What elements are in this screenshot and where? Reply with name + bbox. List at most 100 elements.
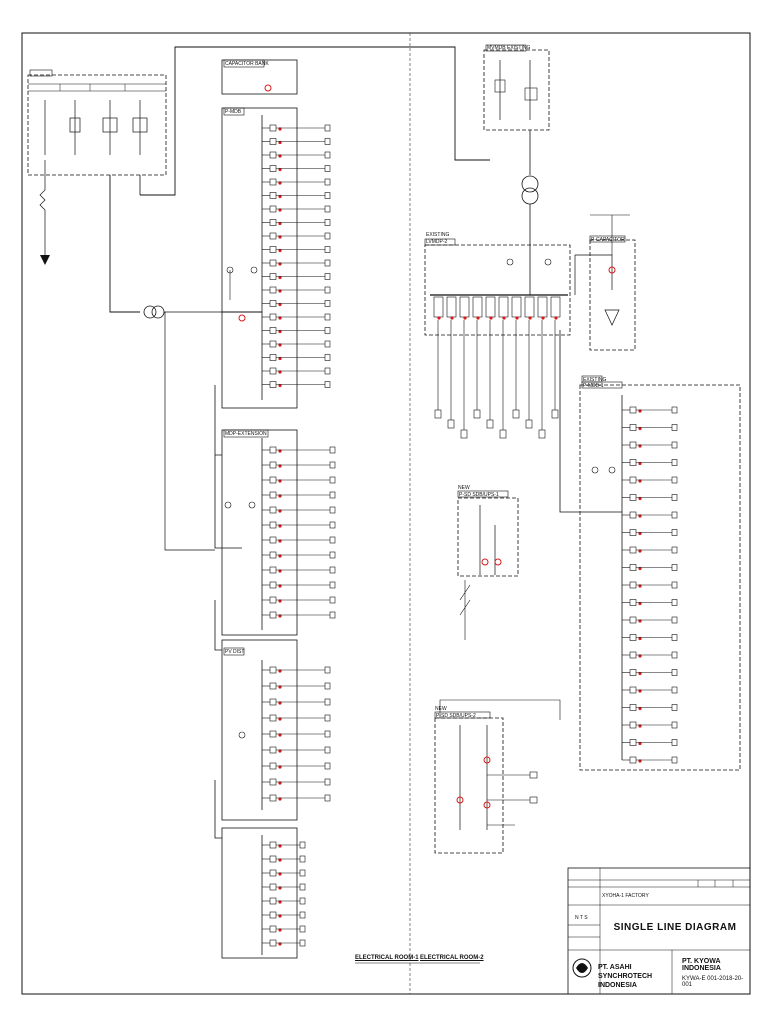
feeder-row [262,232,331,240]
panel-label-pv-dist: PV DIST [225,649,245,655]
feeder-row [262,682,331,690]
feeder-row [262,151,331,159]
mdp-extension-column [164,312,336,636]
panel-label-sdb1: P-SD SDB/UPS-1 [459,492,499,498]
feeder-row [622,739,678,746]
label-new-sdb1: NEW [458,485,470,491]
lvmdp-2-cable [460,320,468,439]
feeder-row [262,925,306,933]
bottom-left-distribution [214,780,306,959]
feeder-row [622,721,678,729]
panel-label-p-capacitor: P-CAPACITOR [591,237,625,243]
lvmdp-2-cable [512,320,520,419]
feeder-row [262,551,336,559]
lvmdp-2-panel [424,238,571,336]
feeder-row [622,546,678,554]
feeder-row [262,286,331,294]
panel-label-sdb2: P-SD SDB/UPS-2 [436,713,476,719]
mv-cable-route [140,46,490,196]
feeder-row [262,273,331,280]
feeder-row [262,762,331,770]
room-label-2: ELECTRICAL ROOM-2 [420,955,484,961]
feeder-row [622,616,678,624]
feeder-row [262,192,331,199]
feeder-row [262,381,331,388]
feeder-row [622,756,678,764]
feeder-row [622,651,678,659]
pv-dist-column [214,600,331,821]
feeder-row [262,883,306,891]
feeder-row [262,666,331,674]
panel-label-p-mdb: P-MDB [225,109,242,115]
feeder-row [622,669,678,676]
feeder-row [262,939,306,947]
feeder-row [622,494,678,501]
sdb-ups-1-panel [457,490,519,640]
feeder-row [262,259,331,267]
company-logo-icon [572,958,592,978]
title-block [567,867,751,995]
lvmdp-2-cable [551,320,559,419]
p-mdb-1-column [559,330,741,771]
feeder-row [262,855,306,863]
feeder-row [622,564,678,571]
lvmdp-2-outgoing-cables [434,320,559,439]
lvmdp-2-cable [434,320,442,419]
feeder-row [262,841,306,849]
lvmdp-2-cable [447,320,455,429]
feeder-row [262,506,336,514]
feeder-row [622,424,678,431]
feeder-row [262,446,336,454]
feeder-row [262,566,336,574]
feeder-row [262,897,306,905]
lvmdp-2-cable [525,320,533,429]
lvmdp-2-cable [473,320,481,419]
feeder-row [262,491,336,499]
feeder-row [262,869,306,877]
room-label-1: ELECTRICAL ROOM-1 [355,955,419,961]
feeder-row [262,178,331,186]
feeder-row [262,354,331,361]
panel-label-lvmdp2: LVMDP-2 [426,239,448,245]
feeder-row [622,476,678,484]
feeder-row [262,124,331,132]
feeder-row [622,406,678,414]
panel-label-capacitor-bank: CAPACITOR BANK [225,61,269,67]
lvmdp-2-breaker [498,296,509,320]
feeder-row [262,476,336,484]
p-mdb-column [143,59,331,409]
lvmdp-2-cable [499,320,507,439]
label-new-sdb2: NEW [435,706,447,712]
feeder-row [262,746,331,754]
feeder-row [262,327,331,334]
feeder-row [262,730,331,738]
feeder-row [262,581,336,589]
lvmdp-2-breaker [433,296,444,320]
mv-feed-to-transformer-1 [109,175,140,313]
client-name: PT. KYOWA INDONESIA [682,958,721,972]
mvmdb-existing-panel [483,44,550,175]
feeder-row [262,698,331,706]
lvmdp-2-breaker [537,296,548,320]
feeder-row [262,596,336,604]
company-name: PT. ASAHI SYNCHROTECH INDONESIA [598,964,653,989]
feeder-row [262,794,331,802]
lvmdp-2-cable [486,320,494,429]
panel-label-p-mdb-1: P-MDB-1 [583,383,604,389]
project-name: XYOHA-1 FACTORY [602,893,649,899]
feeder-row [622,529,678,536]
feeder-row [262,340,331,348]
lvmdp-2-breaker [550,296,561,320]
feeder-row [262,300,331,307]
lvmdp-2-breaker [459,296,470,320]
label-existing-lv: EXISTING [426,232,450,238]
sdb-ups-2-panel [434,699,561,854]
lvmdp-2-breaker [524,296,535,320]
feeder-row [622,704,678,711]
drawing-scale: N T S [575,915,588,921]
feeder-row [262,313,331,321]
p-capacitor-panel [574,214,636,351]
label-existing-mdb1: EXISTING [583,377,607,383]
